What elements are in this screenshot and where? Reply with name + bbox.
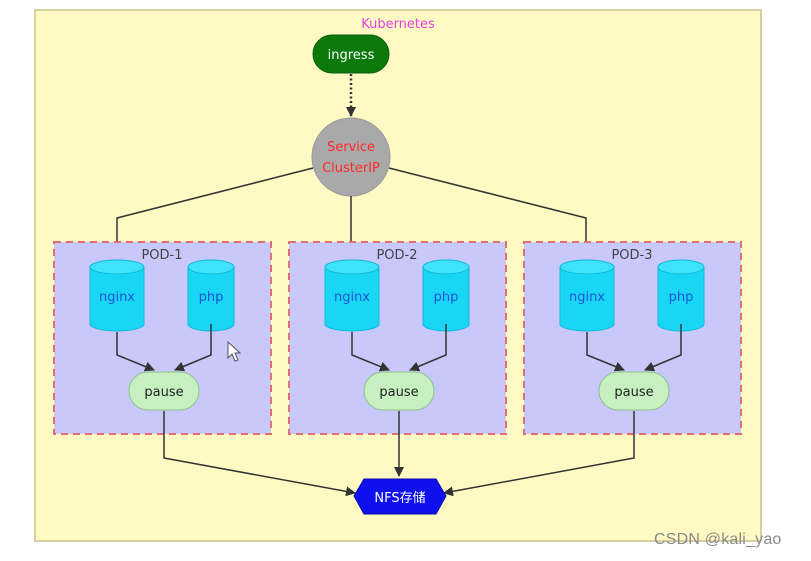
pause-label: pause (379, 385, 418, 400)
edge-php-pause (644, 324, 682, 372)
service-node[interactable]: Service ClusterIP (311, 117, 391, 197)
service-label-line1: Service (327, 140, 375, 155)
cylinder-top (324, 259, 380, 275)
pause-container[interactable]: pause (363, 371, 435, 411)
cylinder-top (657, 259, 705, 275)
watermark: CSDN @kali_yao (654, 531, 782, 548)
mouse-cursor-icon (227, 340, 242, 362)
container-label: php (669, 290, 694, 305)
edge-php-pause (174, 324, 212, 372)
edge-pod3-storage (443, 411, 635, 497)
ingress-label: ingress (328, 48, 375, 63)
container-label: php (434, 290, 459, 305)
pause-container[interactable]: pause (128, 371, 200, 411)
container-label: nginx (99, 290, 135, 305)
container-nginx[interactable]: nginx (324, 259, 380, 332)
container-nginx[interactable]: nginx (559, 259, 615, 332)
pod-2[interactable]: POD-2 nginx php pause (288, 241, 507, 435)
container-php[interactable]: php (657, 259, 705, 332)
nfs-storage-node[interactable]: NFS存储 (353, 478, 447, 515)
edge-nginx-pause (586, 332, 625, 372)
ingress-node[interactable]: ingress (312, 34, 390, 74)
cylinder-top (187, 259, 235, 275)
edge-nginx-pause (116, 332, 155, 372)
pause-label: pause (614, 385, 653, 400)
cluster-title: Kubernetes (361, 17, 435, 32)
pause-container[interactable]: pause (598, 371, 670, 411)
container-nginx[interactable]: nginx (89, 259, 145, 332)
edge-pod1-storage (163, 411, 356, 497)
service-label-line2: ClusterIP (322, 161, 380, 176)
pod-label: POD-1 (141, 248, 182, 263)
pod-1[interactable]: POD-1 nginx php pause (53, 241, 272, 435)
pause-label: pause (144, 385, 183, 400)
container-php[interactable]: php (422, 259, 470, 332)
cylinder-top (422, 259, 470, 275)
pod-label: POD-3 (611, 248, 652, 263)
container-php[interactable]: php (187, 259, 235, 332)
cylinder-top (559, 259, 615, 275)
cylinder-top (89, 259, 145, 275)
container-label: nginx (334, 290, 370, 305)
pod-3[interactable]: POD-3 nginx php pause (523, 241, 742, 435)
edge-nginx-pause (351, 332, 390, 372)
nfs-storage-label: NFS存储 (374, 491, 425, 506)
pod-label: POD-2 (376, 248, 417, 263)
container-label: nginx (569, 290, 605, 305)
container-label: php (199, 290, 224, 305)
edge-php-pause (409, 324, 447, 372)
